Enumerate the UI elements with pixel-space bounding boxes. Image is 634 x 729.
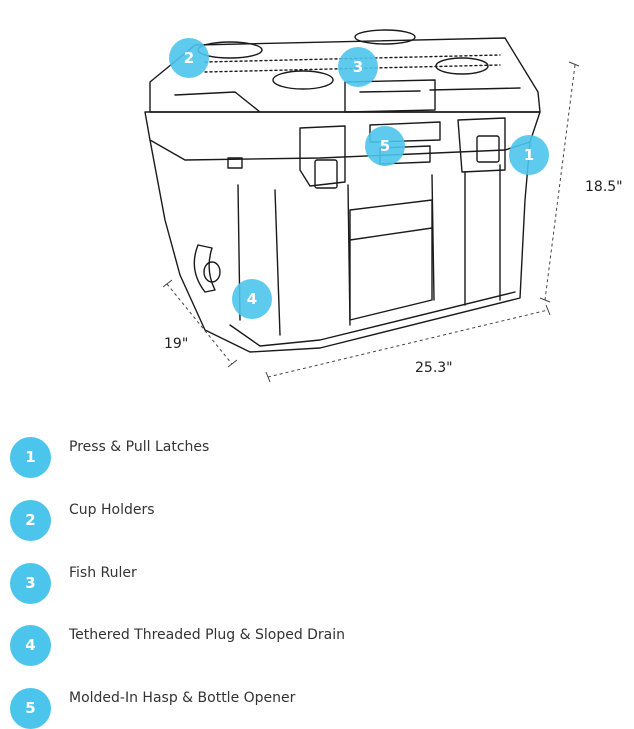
depth-dimension-line: [166, 283, 233, 365]
width-dimension-line: [267, 309, 549, 378]
legend-item-cup-holders: 2 Cup Holders: [10, 492, 610, 541]
cooler-diagram: 18.5" 19" 25.3" 1 2 3 4 5: [144, 29, 623, 383]
svg-text:2: 2: [184, 49, 194, 67]
svg-text:5: 5: [380, 137, 390, 155]
legend-badge: 5: [10, 688, 51, 729]
svg-text:4: 4: [247, 290, 257, 308]
legend-badge: 2: [10, 500, 51, 541]
legend-item-drain-plug: 4 Tethered Threaded Plug & Sloped Drain: [10, 617, 610, 666]
legend-label: Cup Holders: [69, 502, 155, 518]
cooler-lid-front: [144, 111, 541, 161]
svg-text:1: 1: [524, 146, 534, 164]
legend-label: Press & Pull Latches: [69, 439, 210, 455]
legend-item-hasp-opener: 5 Molded-In Hasp & Bottle Opener: [10, 680, 610, 729]
legend-badge: 1: [10, 437, 51, 478]
svg-text:3: 3: [353, 58, 363, 76]
legend-item-fish-ruler: 3 Fish Ruler: [10, 555, 610, 604]
callout-4: 4: [232, 279, 272, 319]
legend-label: Fish Ruler: [69, 565, 137, 581]
callout-5: 5: [365, 126, 405, 166]
height-label: 18.5": [585, 179, 623, 195]
cooler-body: [149, 139, 531, 353]
height-dimension-line: [544, 64, 576, 301]
callout-2: 2: [169, 38, 209, 78]
legend-label: Tethered Threaded Plug & Sloped Drain: [69, 627, 346, 643]
legend-badge: 3: [10, 563, 51, 604]
legend-item-latches: 1 Press & Pull Latches: [10, 429, 610, 478]
callout-1: 1: [509, 135, 549, 175]
latch-right: [457, 117, 506, 173]
legend-badge: 4: [10, 625, 51, 666]
legend-label: Molded-In Hasp & Bottle Opener: [69, 690, 296, 706]
callout-3: 3: [338, 47, 378, 87]
depth-label: 19": [164, 336, 188, 352]
width-label: 25.3": [415, 360, 453, 376]
latch-left: [299, 125, 346, 187]
